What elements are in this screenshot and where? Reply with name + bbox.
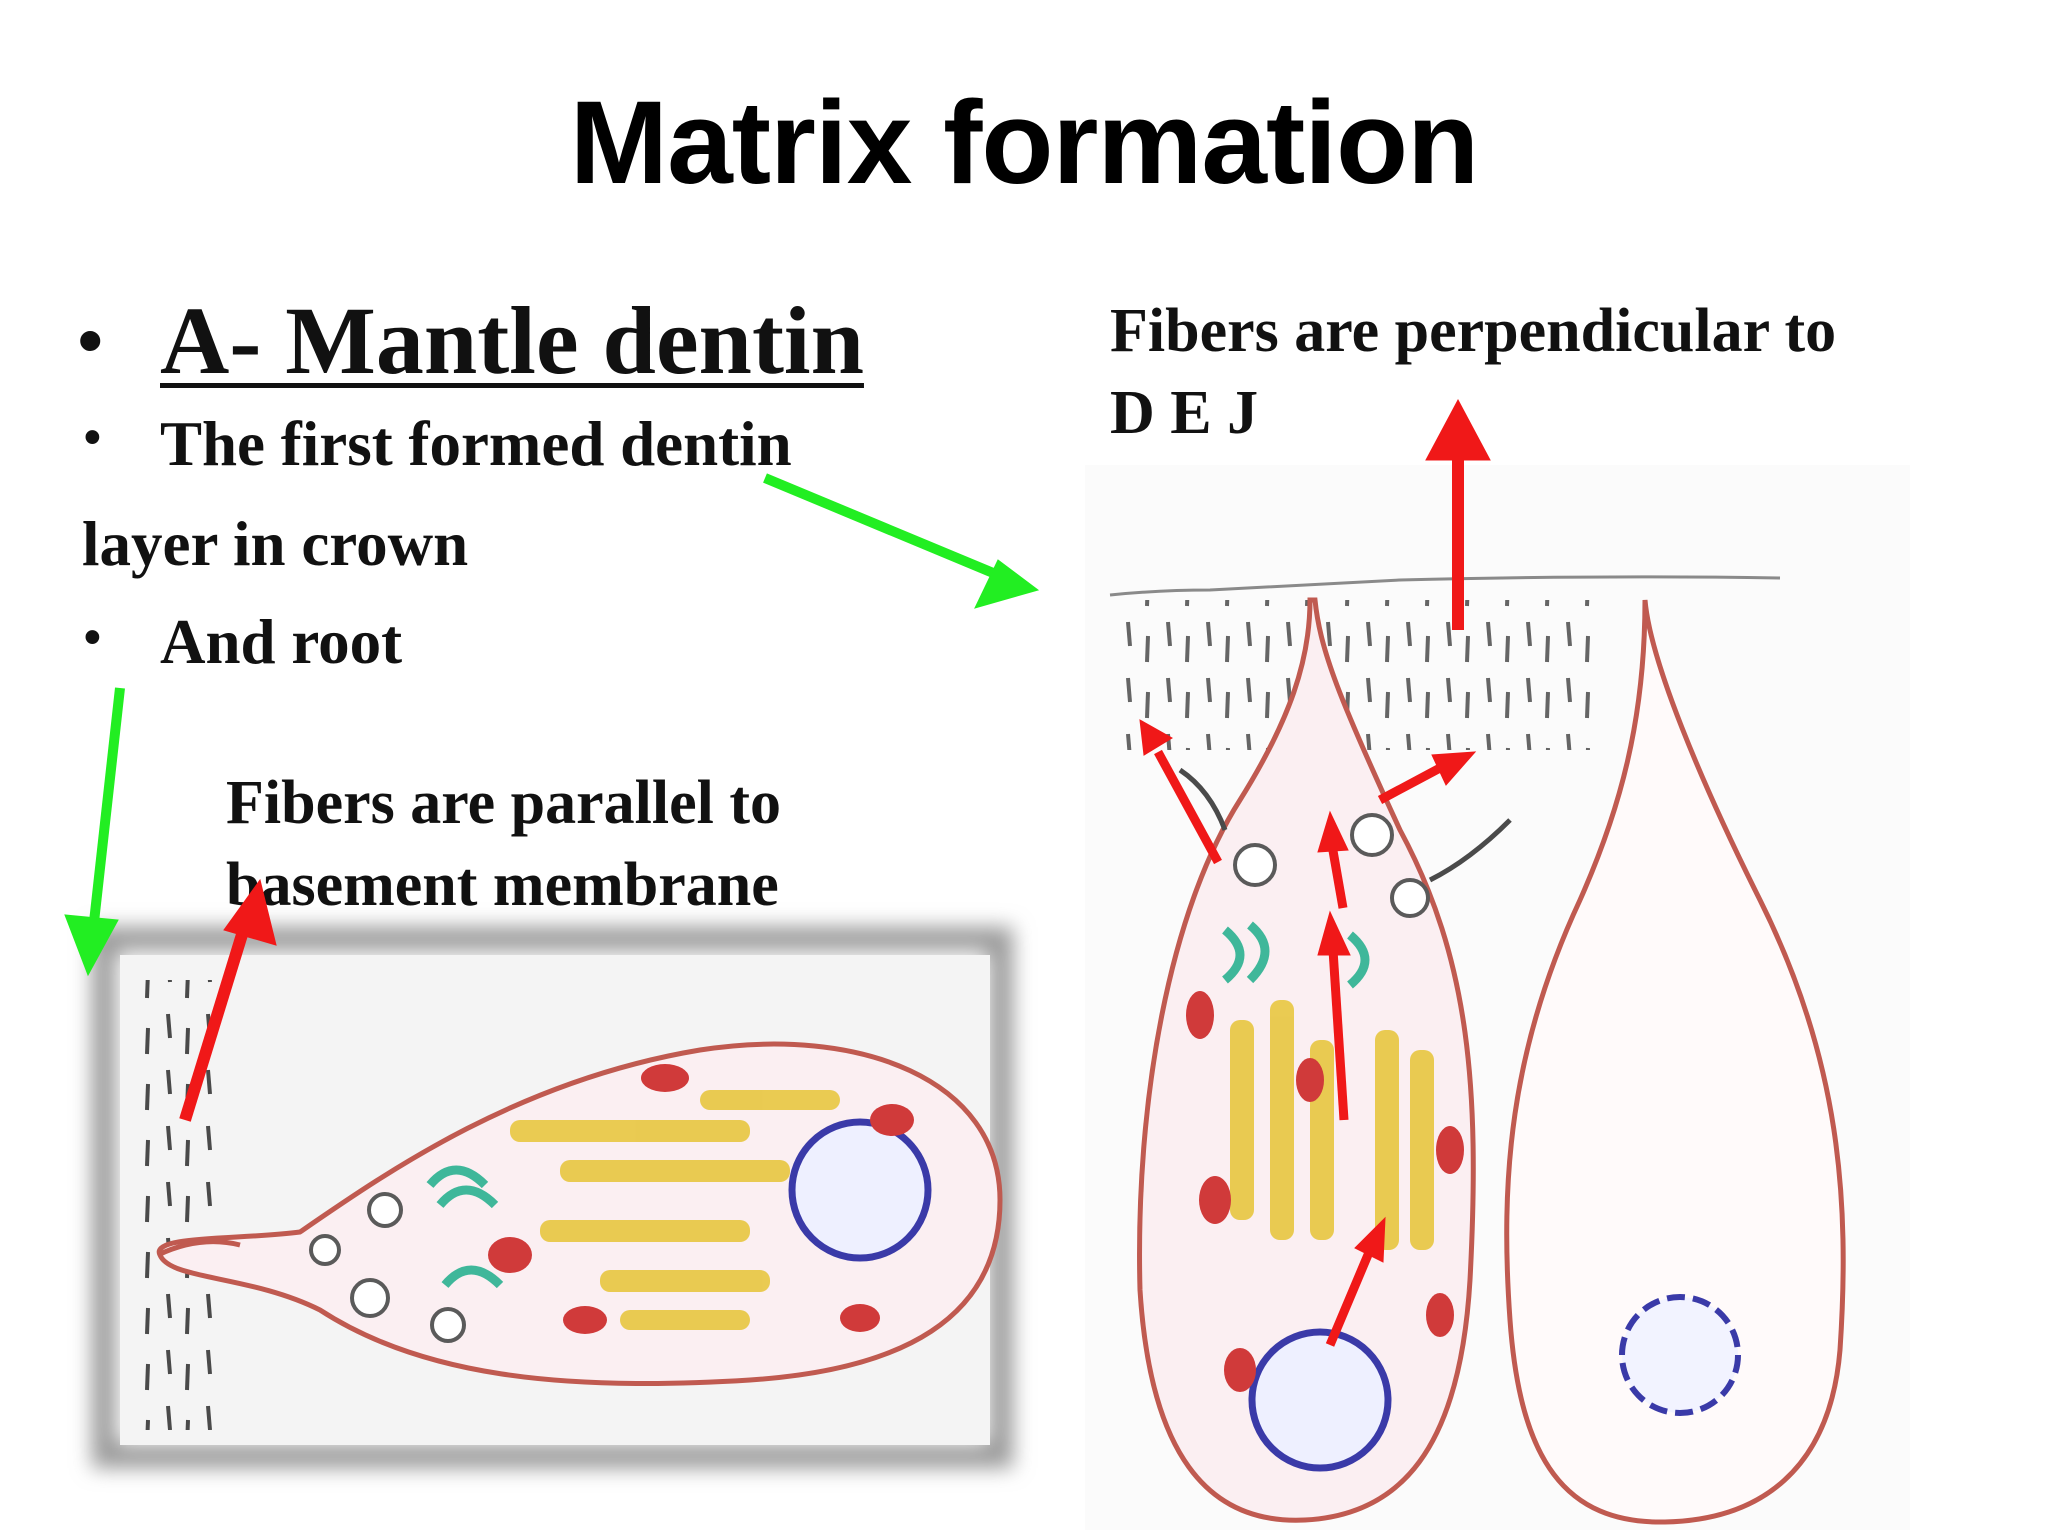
red-arrow-cell [1328, 949, 1349, 1121]
red-arrowhead [1425, 398, 1491, 461]
right-golgi [1221, 921, 1370, 989]
right-nucleus-right [1619, 1294, 1741, 1416]
left-nucleus [788, 1118, 932, 1262]
red-arrowhead [1431, 751, 1477, 786]
red-arrowhead [1139, 719, 1173, 756]
right-cell-figure [1085, 465, 1910, 1530]
annotation-parallel: Fibers are parallel to basement membrane [226, 762, 781, 926]
section-heading: A- Mantle dentin [160, 287, 864, 394]
left-cell-figure [92, 927, 1013, 1468]
annotation-parallel-line1: Fibers are parallel to [226, 769, 782, 837]
right-fibers [1125, 600, 1590, 750]
left-golgi [426, 1165, 504, 1289]
left-rough-er [510, 1090, 840, 1330]
bullet-first-formed: The first formed dentin [160, 409, 792, 479]
red-arrowhead [1354, 1216, 1386, 1263]
red-arrow-cell [1377, 764, 1443, 804]
red-arrowhead [1317, 910, 1351, 956]
bullet-dot: • [78, 301, 103, 379]
red-arrow-cell [1154, 749, 1222, 865]
green-arrow-to-left-figure [87, 687, 125, 941]
bullet-layer-in-crown: layer in crown [82, 509, 469, 579]
right-vesicles [1233, 813, 1430, 918]
green-arrowhead [64, 914, 119, 977]
red-arrow-parallel [179, 913, 254, 1122]
bullet-and-root: And root [160, 607, 403, 677]
red-arrows [179, 398, 1491, 1347]
red-arrow-cell [1327, 844, 1348, 909]
red-arrow-cell [1325, 1248, 1375, 1347]
right-mitochondria [1186, 991, 1464, 1392]
right-odontoblast-right [1504, 599, 1846, 1525]
annotation-parallel-line2: basement membrane [226, 851, 779, 919]
green-arrows [64, 473, 1040, 977]
right-fiber-strand [1178, 767, 1228, 831]
left-mitochondria [488, 1064, 914, 1334]
bullet-dot: • [84, 411, 101, 464]
annotation-perpendicular-line2: D E J [1110, 379, 1259, 447]
dej-line [1109, 575, 1781, 597]
bullet-dot: • [84, 611, 101, 664]
slide-title: Matrix formation [569, 77, 1479, 209]
annotation-perpendicular-line1: Fibers are perpendicular to [1110, 297, 1837, 365]
right-fiber-strand [1428, 818, 1512, 883]
left-vesicles [309, 1192, 466, 1343]
annotation-perpendicular: Fibers are perpendicular to D E J [1110, 290, 1836, 454]
red-arrowhead [223, 878, 277, 946]
right-nucleus-left [1248, 1328, 1392, 1472]
green-arrow-to-right-figure [763, 473, 1012, 585]
green-arrowhead [974, 559, 1040, 609]
red-arrowhead [1317, 810, 1349, 853]
